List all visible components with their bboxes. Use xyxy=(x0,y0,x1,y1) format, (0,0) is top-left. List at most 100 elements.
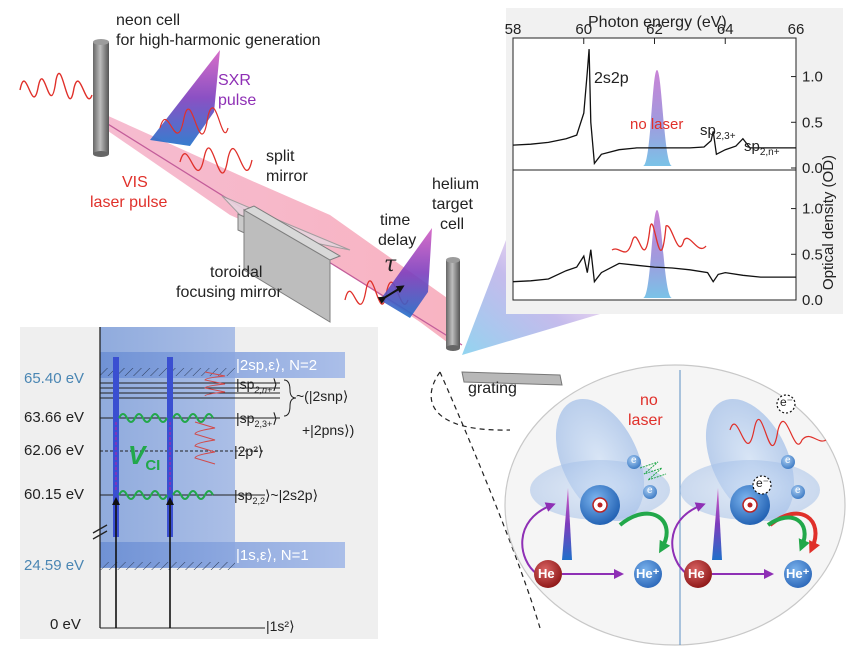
y-ticks: 1.00.50.01.00.50.0 xyxy=(791,69,823,309)
inset-no-label: no xyxy=(640,392,658,409)
y-tick-label-5: 0.0 xyxy=(802,292,823,309)
spectrum-xlabel: Photon energy (eV) xyxy=(588,14,727,31)
sxr-vis-pulse xyxy=(159,107,229,135)
helium-label-3: cell xyxy=(440,216,465,233)
he-plus-label-left: He⁺ xyxy=(636,566,660,581)
electron-label-2: e xyxy=(647,485,653,496)
delay-arrow xyxy=(377,285,405,305)
he-atom-right xyxy=(684,560,712,588)
helium-label-2: target xyxy=(432,196,473,213)
inset-laser-label: laser xyxy=(628,412,663,429)
time-delay-label: time xyxy=(380,212,411,229)
atom-no-laser xyxy=(530,398,670,525)
state-sp22: |sp2,2⟩~|2s2p⟩ xyxy=(234,487,319,506)
od-trace-with-laser xyxy=(512,249,796,284)
vci-label: VCI xyxy=(128,440,161,475)
label-sp23: sp2,3+ xyxy=(700,122,736,142)
neon-cell xyxy=(93,39,109,157)
y-tick-label-1: 0.5 xyxy=(802,114,823,131)
ci-wave-lower-right xyxy=(172,490,214,500)
energy-6366: 63.66 eV xyxy=(24,409,85,426)
state-sp23: |sp2,3+⟩ xyxy=(236,410,278,429)
electron-right-2 xyxy=(791,485,805,499)
state-1s-continuum: |1s,ε⟩, N=1 xyxy=(236,547,309,564)
y-tick-label-0: 1.0 xyxy=(802,69,823,86)
xuv-spectrum-bottom xyxy=(643,210,672,298)
input-vis-pulse xyxy=(19,72,93,100)
electron-right-1 xyxy=(781,455,795,469)
helium-label: helium xyxy=(432,176,480,193)
y-tick-label-2: 0.0 xyxy=(802,160,823,177)
toroidal-label: toroidal xyxy=(210,264,263,281)
laser-wave-lower xyxy=(194,421,216,465)
split-mirror-label-2: mirror xyxy=(266,168,308,185)
label-spn: sp2,n+ xyxy=(744,138,780,158)
grating-label: grating xyxy=(468,380,517,397)
electron-label-3: e xyxy=(785,455,791,466)
n1-hatch xyxy=(100,562,235,570)
electron-left-1 xyxy=(627,455,641,469)
energy-6206: 62.06 eV xyxy=(24,442,85,459)
label-2s2p: 2s2p xyxy=(594,70,629,87)
excitation-path-right xyxy=(671,502,706,575)
od-trace-no-laser xyxy=(512,49,796,166)
axis-break-2 xyxy=(92,530,108,540)
dispersed-beam xyxy=(462,240,600,355)
state-spn: |sp2,n+⟩ xyxy=(236,376,278,395)
rydberg-bracket xyxy=(283,379,297,417)
sxr-spike-left xyxy=(562,488,572,560)
vis-label: VIS xyxy=(122,174,148,191)
ci-wave-lower-left xyxy=(118,490,168,500)
he-ion-right xyxy=(784,560,812,588)
time-delay-label-2: delay xyxy=(378,232,417,249)
he-ion-left xyxy=(634,560,662,588)
x-tick-label-4: 66 xyxy=(788,21,805,38)
state-ground: |1s²⟩ xyxy=(266,618,295,634)
vis-label-2: laser pulse xyxy=(90,194,168,211)
he-plus-label-right: He⁺ xyxy=(786,566,810,581)
label-no-laser: no laser xyxy=(630,116,684,133)
ci-wave-upper-left xyxy=(118,413,168,423)
vis-pulse-middle xyxy=(179,147,253,174)
laser-pulse-inset-right xyxy=(729,418,827,447)
toroidal-label-2: focusing mirror xyxy=(176,284,282,301)
helium-cell xyxy=(446,257,460,351)
inset-leader-bottom xyxy=(439,371,541,629)
inset-leader-top xyxy=(430,371,511,431)
free-electron-1 xyxy=(752,475,772,495)
x-tick-label-0: 58 xyxy=(505,21,522,38)
split-mirror-label: split xyxy=(266,148,295,165)
energy-0: 0 eV xyxy=(50,616,81,633)
free-electron-label-2: e⁻ xyxy=(780,395,794,409)
laser-pulse-inset xyxy=(611,223,707,253)
x-tick-label-1: 60 xyxy=(575,21,592,38)
he-atom-left xyxy=(534,560,562,588)
electron-label-1: e xyxy=(631,455,637,466)
sxr-pulse-shape xyxy=(150,50,220,146)
state-2p2: |2p²⟩ xyxy=(234,443,264,459)
autoionization-arrow-right xyxy=(766,515,810,552)
y-tick-label-3: 1.0 xyxy=(802,201,823,218)
rydberg-formula-2: +|2pns⟩) xyxy=(302,422,355,438)
excitation-path-left xyxy=(521,502,556,575)
sxr-spike-right xyxy=(712,488,722,560)
sxr-label-2: pulse xyxy=(218,92,257,109)
x-tick-label-2: 62 xyxy=(646,21,663,38)
free-electron-2 xyxy=(776,394,796,414)
he-label-right: He xyxy=(688,566,705,581)
rydberg-formula-1: ~(|2snp⟩ xyxy=(296,388,349,404)
atom-with-laser xyxy=(680,394,827,525)
tau-label: τ xyxy=(384,252,397,277)
x-tick-label-3: 64 xyxy=(717,21,734,38)
ci-wave-upper-right xyxy=(172,413,214,423)
sxr-label: SXR xyxy=(218,72,251,89)
axis-break-1 xyxy=(92,524,108,534)
neon-cell-label: neon cell xyxy=(116,12,181,29)
energy-2459: 24.59 eV xyxy=(24,557,85,574)
x-ticks: 58 60 62 64 66 xyxy=(505,21,805,44)
spectrum-ylabel: Optical density (OD) xyxy=(820,154,837,290)
free-electron-label-1: e⁻ xyxy=(756,476,770,490)
